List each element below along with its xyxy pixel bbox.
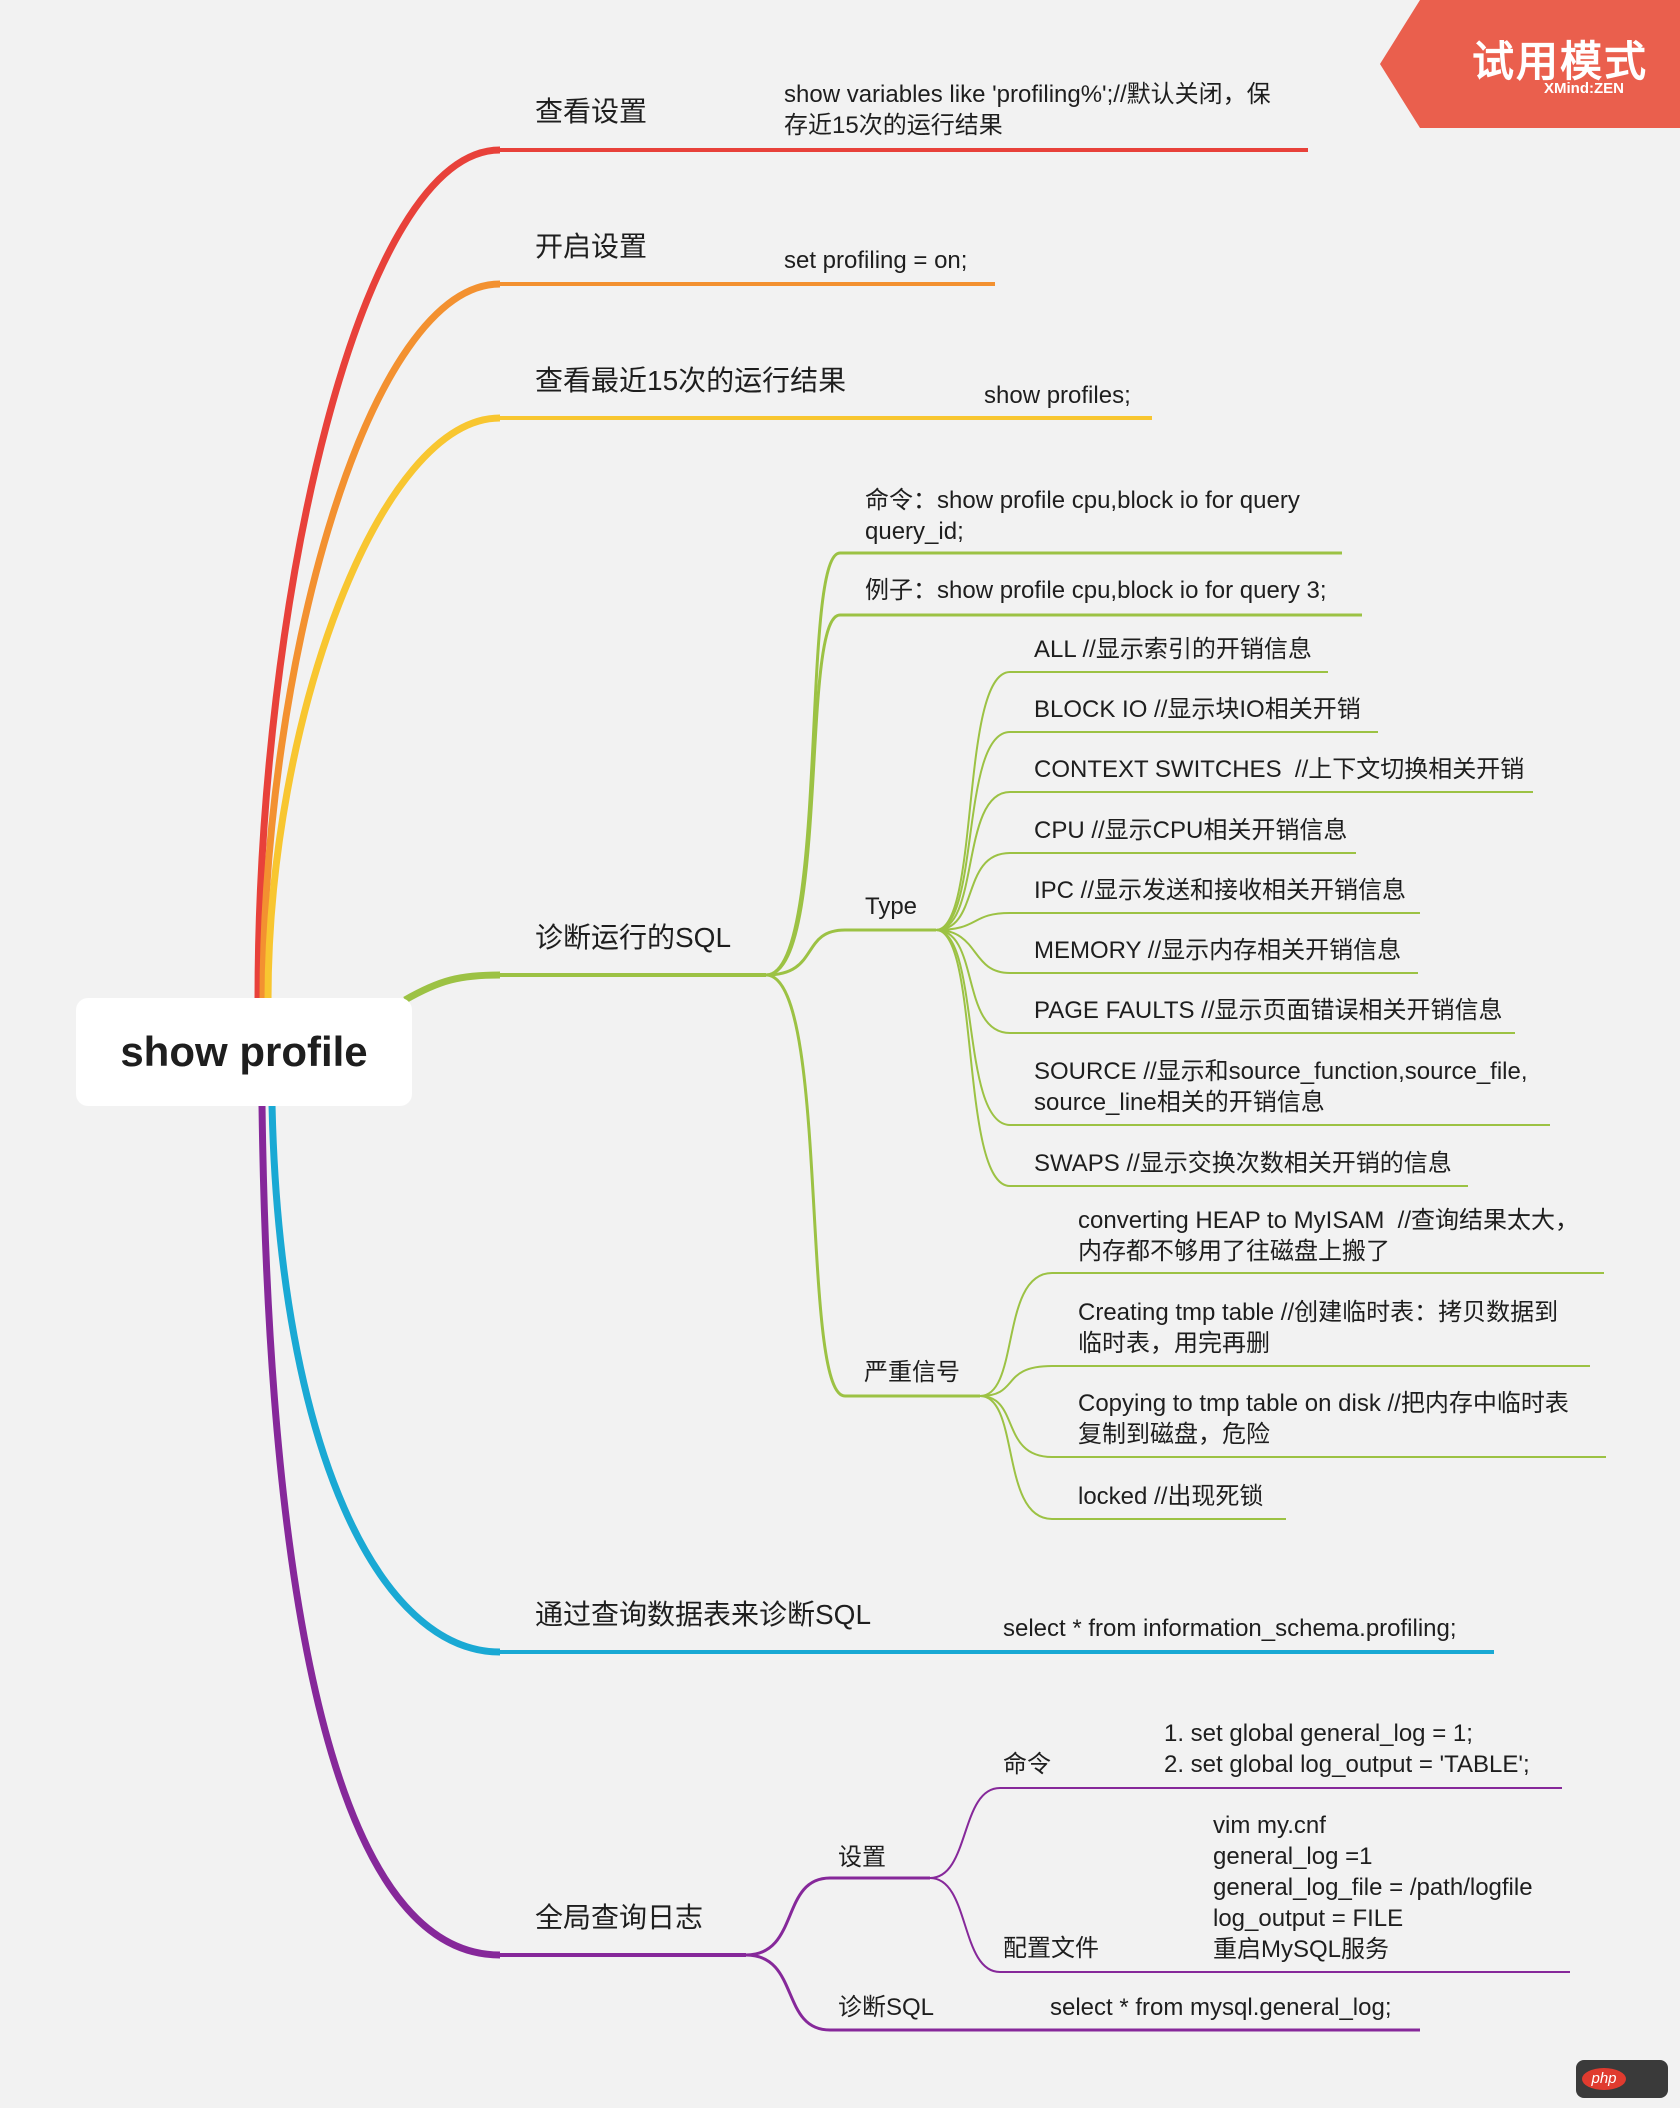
branch-label-biao[interactable]: 通过查询数据表来诊断SQL	[535, 1599, 872, 1630]
branch-label-rizhi[interactable]: 全局查询日志	[535, 1902, 704, 1933]
zhenduan-example[interactable]: 例子：show profile cpu,block io for query 3…	[865, 577, 1327, 604]
branch-curve-kaiqi	[259, 280, 501, 1001]
rizhi-config-label[interactable]: 配置文件	[1003, 1935, 1099, 1962]
branch-label-chakan[interactable]: 查看设置	[535, 96, 648, 127]
type-item[interactable]: BLOCK IO //显示块IO相关开销	[1034, 696, 1361, 723]
signal-item[interactable]: converting HEAP to MyISAM //查询结果太大， 内存都不…	[1078, 1207, 1580, 1265]
detail-zuijin[interactable]: show profiles;	[984, 382, 1131, 409]
zhenduan-signal-label[interactable]: 严重信号	[864, 1359, 960, 1386]
signal-item[interactable]: Copying to tmp table on disk //把内存中临时表 复…	[1078, 1390, 1569, 1448]
branch-curve-biao	[268, 1104, 501, 1656]
branch-curve-chakan	[254, 146, 501, 1001]
rizhi-command-detail[interactable]: 1. set global general_log = 1; 2. set gl…	[1164, 1720, 1530, 1778]
trial-badge-shape	[1380, 0, 1680, 128]
trial-badge-title: 试用模式	[1472, 38, 1649, 85]
type-item[interactable]: SOURCE //显示和source_function,source_file,…	[1034, 1058, 1528, 1116]
detail-kaiqi[interactable]: set profiling = on;	[784, 247, 968, 274]
type-item[interactable]: ALL //显示索引的开销信息	[1034, 636, 1312, 663]
rizhi-command-label[interactable]: 命令	[1003, 1751, 1051, 1778]
rizhi-setting[interactable]: 设置	[838, 1844, 886, 1871]
detail-biao[interactable]: select * from information_schema.profili…	[1003, 1615, 1457, 1642]
root-node[interactable]: show profile	[76, 998, 412, 1106]
type-item[interactable]: SWAPS //显示交换次数相关开销的信息	[1034, 1150, 1452, 1177]
detail-chakan[interactable]: show variables like 'profiling%';//默认关闭，…	[784, 81, 1271, 139]
rizhi-config-detail[interactable]: vim my.cnf general_log =1 general_log_fi…	[1213, 1812, 1533, 1963]
php-watermark-logo: php	[1576, 2060, 1668, 2098]
zhenduan-command[interactable]: 命令：show profile cpu,block io for query q…	[865, 487, 1300, 545]
signal-item[interactable]: Creating tmp table //创建临时表：拷贝数据到 临时表，用完再…	[1078, 1299, 1559, 1357]
rizhi-diag-label[interactable]: 诊断SQL	[838, 1994, 935, 2021]
type-item[interactable]: PAGE FAULTS //显示页面错误相关开销信息	[1034, 997, 1503, 1024]
branch-label-zuijin[interactable]: 查看最近15次的运行结果	[535, 365, 847, 396]
type-item[interactable]: CONTEXT SWITCHES //上下文切换相关开销	[1034, 756, 1525, 783]
type-item[interactable]: MEMORY //显示内存相关开销信息	[1034, 937, 1402, 964]
type-item[interactable]: IPC //显示发送和接收相关开销信息	[1034, 877, 1407, 904]
signal-item[interactable]: locked //出现死锁	[1078, 1483, 1264, 1510]
rizhi-diag-detail[interactable]: select * from mysql.general_log;	[1050, 1994, 1392, 2021]
branch-label-zhenduan[interactable]: 诊断运行的SQL	[535, 922, 732, 953]
type-item[interactable]: CPU //显示CPU相关开销信息	[1034, 817, 1348, 844]
branch-label-kaiqi[interactable]: 开启设置	[535, 231, 648, 262]
branch-curve-rizhi	[258, 1104, 501, 1959]
branch-curve-zuijin	[264, 414, 501, 1001]
trial-badge-subtitle: XMind:ZEN	[1544, 80, 1624, 97]
zhenduan-type-label[interactable]: Type	[865, 893, 918, 920]
branch-curve-zhenduan	[403, 971, 501, 1004]
